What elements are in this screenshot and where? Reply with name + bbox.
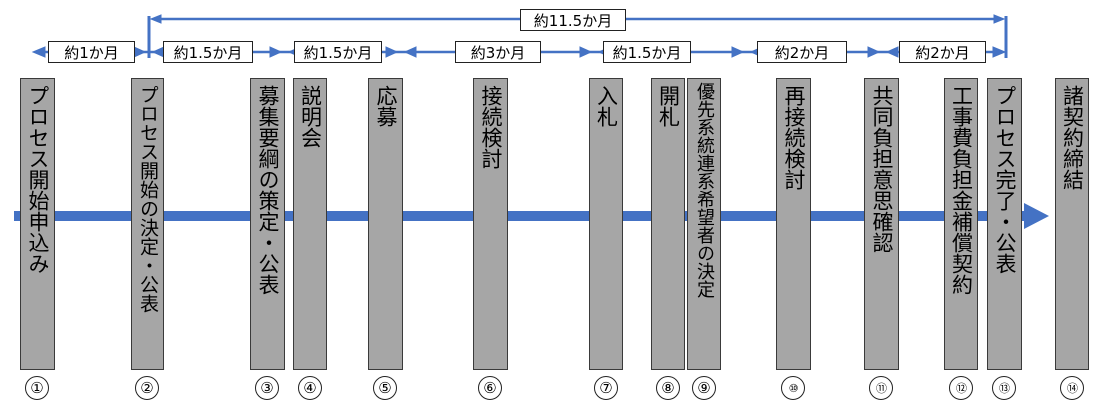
duration-label-text: 約1か月 [64,43,119,62]
timeline-shaft [14,211,1026,221]
duration-label-3: 約1.5か月 [294,41,382,63]
duration-arrowhead [133,46,147,58]
duration-arrowhead [885,46,899,58]
step-box-8: 開札 [651,78,685,370]
duration-end-arrowhead [992,46,1007,58]
duration-label-text: 約3か月 [470,43,526,62]
step-box-1: プロセス開始申込み [20,78,55,370]
duration-label-7: 約2か月 [899,41,986,63]
step-number-4: ④ [298,376,322,400]
duration-label-2: 約1.5か月 [163,41,253,63]
step-label: 諸契約締結 [1060,85,1085,190]
overall-duration-text: 約11.5か月 [533,11,613,30]
step-box-10: 再接続検討 [776,78,811,370]
duration-arrowhead [403,46,417,58]
duration-arrowhead [867,46,881,58]
step-box-14: 諸契約締結 [1055,78,1089,370]
duration-arrowhead [269,46,283,58]
timeline-arrow [14,203,1049,229]
overall-duration-label: 約11.5か月 [520,9,626,31]
step-number-14: ⑭ [1060,376,1084,400]
step-number-10: ⑩ [781,376,805,400]
duration-arrowhead [579,46,593,58]
step-number-6: ⑥ [478,376,502,400]
step-label: 共同負担意思確認 [870,85,894,253]
duration-label-4: 約3か月 [455,41,541,63]
step-label: 応募 [374,85,398,127]
duration-arrowhead [731,46,745,58]
step-box-2: プロセス開始の決定・公表 [131,78,164,370]
step-label: 工事費負担金補償契約 [949,85,974,295]
duration-label-text: 約1.5か月 [303,43,373,62]
duration-label-text: 約2か月 [915,43,970,62]
step-label: 入札 [594,85,619,127]
duration-label-text: 約2か月 [774,43,830,62]
step-box-7: 入札 [589,78,623,370]
step-box-11: 共同負担意思確認 [864,78,899,370]
step-label: 募集要綱の策定・公表 [256,85,280,295]
duration-label-1: 約1か月 [48,41,135,63]
step-number-11: ⑪ [869,376,893,400]
duration-label-5: 約1.5か月 [603,41,691,63]
step-box-5: 応募 [368,78,403,370]
step-number-12: ⑫ [949,376,973,400]
step-label: 再接続検討 [782,85,806,190]
overall-right-arrowhead [993,14,1006,24]
duration-label-6: 約2か月 [757,41,847,63]
duration-label-text: 約1.5か月 [173,43,243,62]
step-number-5: ⑤ [373,376,397,400]
step-box-12: 工事費負担金補償契約 [944,78,978,370]
step-box-9: 優先系統連系希望者の決定 [687,78,721,370]
step-box-3: 募集要綱の策定・公表 [250,78,285,370]
step-number-13: ⑬ [992,376,1016,400]
step-number-1: ① [25,376,49,400]
step-label: 説明会 [298,85,323,148]
duration-label-text: 約1.5か月 [612,43,682,62]
step-box-4: 説明会 [293,78,327,370]
step-label: プロセス完了・公表 [993,85,1017,274]
step-number-2: ② [135,376,159,400]
step-number-7: ⑦ [594,376,618,400]
step-number-9: ⑨ [692,376,716,400]
duration-arrowhead [385,46,399,58]
step-label: プロセス開始の決定・公表 [137,85,159,313]
step-label: プロセス開始申込み [26,85,50,274]
step-label: 接続検討 [479,85,503,169]
step-box-13: プロセス完了・公表 [987,78,1022,370]
step-number-8: ⑧ [656,376,680,400]
duration-start-arrowhead [31,46,46,58]
step-label: 開札 [656,85,681,127]
overall-left-arrowhead [149,14,162,24]
timeline-arrowhead [1024,203,1049,229]
step-label: 優先系統連系希望者の決定 [694,82,715,298]
step-box-6: 接続検討 [473,78,508,370]
step-number-3: ③ [255,376,279,400]
